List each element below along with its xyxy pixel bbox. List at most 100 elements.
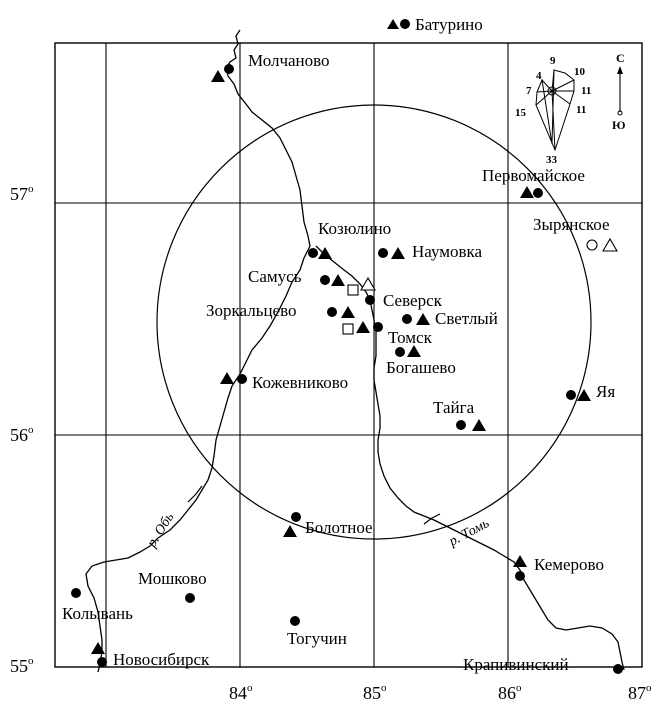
square-open-marker bbox=[347, 284, 359, 296]
lat-labels: 57o 56o 55o bbox=[10, 183, 34, 676]
place-label-zyryanskoe: Зырянское bbox=[533, 215, 610, 234]
circle-filled-marker bbox=[613, 664, 623, 674]
place-label-yaya: Яя bbox=[596, 382, 615, 401]
place-toguchin: Тогучин bbox=[287, 616, 347, 648]
place-samus: Самусь bbox=[248, 267, 345, 286]
triangle-filled-marker bbox=[577, 389, 591, 401]
place-label-kemerovo: Кемерово bbox=[534, 555, 604, 574]
place-label-krapivinsky: Крапивинский bbox=[463, 655, 569, 674]
wind-rose-value-w: 7 bbox=[526, 85, 532, 97]
graticule bbox=[55, 43, 642, 667]
circle-filled-marker bbox=[308, 248, 318, 258]
place-taiga: Тайга bbox=[433, 398, 486, 431]
circle-filled-marker bbox=[378, 248, 388, 258]
place-pervomaiskoe: Первомайское bbox=[482, 166, 585, 198]
lon-labels: 84o 85o 86o 87o bbox=[229, 682, 652, 703]
place-baturino: Батурино bbox=[387, 15, 483, 34]
lat-tick-55-unit: o bbox=[28, 655, 34, 667]
circle-filled-marker bbox=[365, 295, 375, 305]
circle-filled-marker bbox=[320, 275, 330, 285]
place-molchanovo: Молчаново bbox=[211, 51, 330, 82]
circle-filled-marker bbox=[185, 593, 195, 603]
triangle-open-marker bbox=[360, 276, 376, 291]
wind-rose bbox=[535, 69, 575, 152]
place-label-naumovka: Наумовка bbox=[412, 242, 483, 261]
river-ob-tributary bbox=[187, 485, 203, 503]
lon-tick-87-unit: o bbox=[646, 682, 652, 694]
river-ob bbox=[85, 29, 311, 673]
river-label-ob: р. Обь bbox=[144, 510, 177, 551]
circle-filled-marker bbox=[237, 374, 247, 384]
lon-tick-86: 86o bbox=[498, 682, 522, 703]
circle-filled-marker bbox=[400, 19, 410, 29]
triangle-filled-marker bbox=[331, 274, 345, 286]
place-label-moshkovo: Мошково bbox=[138, 569, 207, 588]
lon-tick-85-value: 85 bbox=[363, 683, 381, 703]
place-label-kozyulino: Козюлино bbox=[318, 219, 391, 238]
triangle-filled-marker bbox=[472, 419, 486, 431]
wind-rose-value-e: 11 bbox=[581, 85, 591, 97]
place-kolyvan: Колывань bbox=[62, 588, 133, 623]
wind-rose-ray bbox=[551, 90, 556, 151]
place-seversk: Северск bbox=[347, 276, 443, 310]
triangle-filled-marker bbox=[513, 555, 527, 567]
lat-tick-57-unit: o bbox=[28, 183, 34, 195]
circle-open-marker bbox=[586, 239, 598, 251]
compass-north-label: С bbox=[616, 51, 625, 65]
place-label-kolyvan: Колывань bbox=[62, 604, 133, 623]
lon-tick-84-unit: o bbox=[247, 682, 253, 694]
place-label-bogashevo: Богашево bbox=[386, 358, 456, 377]
wind-rose-outline bbox=[535, 69, 575, 152]
place-moshkovo: Мошково bbox=[138, 569, 207, 603]
wind-rose-ray bbox=[551, 90, 571, 105]
lon-tick-86-unit: o bbox=[516, 682, 522, 694]
wind-rose-value-se: 11 bbox=[576, 104, 586, 116]
compass: С Ю bbox=[612, 51, 626, 132]
triangle-filled-marker bbox=[283, 525, 297, 537]
place-kemerovo: Кемерово bbox=[513, 555, 604, 581]
study-area-circle bbox=[156, 104, 592, 540]
triangle-filled-marker bbox=[391, 247, 405, 259]
circle-filled-marker bbox=[224, 64, 234, 74]
place-label-kozhevnikovo: Кожевниково bbox=[252, 373, 348, 392]
circle-filled-marker bbox=[327, 307, 337, 317]
wind-rose-value-ne: 10 bbox=[574, 66, 586, 78]
compass-arrowhead-icon bbox=[617, 66, 623, 74]
circle-filled-marker bbox=[566, 390, 576, 400]
place-bolotnoe: Болотное bbox=[283, 512, 373, 537]
lon-tick-84-value: 84 bbox=[229, 683, 247, 703]
circle-filled-marker bbox=[533, 188, 543, 198]
lat-tick-56-unit: o bbox=[28, 424, 34, 436]
lon-tick-85: 85o bbox=[363, 682, 387, 703]
river-tom-tributary bbox=[423, 513, 441, 525]
circle-filled-marker bbox=[71, 588, 81, 598]
lon-tick-87-value: 87 bbox=[628, 683, 646, 703]
circle-filled-marker bbox=[456, 420, 466, 430]
wind-rose-ray bbox=[536, 90, 553, 93]
circle-filled-marker bbox=[402, 314, 412, 324]
lat-tick-57-value: 57 bbox=[10, 184, 28, 204]
wind-rose-value-s: 33 bbox=[546, 154, 558, 166]
map-frame bbox=[54, 42, 643, 668]
triangle-filled-marker bbox=[356, 321, 370, 333]
place-label-seversk: Северск bbox=[383, 291, 443, 310]
place-label-zorkaltsevo: Зоркальцево bbox=[206, 301, 297, 320]
place-zorkaltsevo: Зоркальцево bbox=[206, 301, 355, 320]
place-label-tomsk: Томск bbox=[388, 328, 433, 347]
place-label-toguchin: Тогучин bbox=[287, 629, 347, 648]
wind-rose-ray bbox=[535, 90, 553, 106]
triangle-filled-marker bbox=[407, 345, 421, 357]
triangle-filled-marker bbox=[220, 372, 234, 384]
lat-tick-55-value: 55 bbox=[10, 656, 28, 676]
lat-tick-55: 55o bbox=[10, 655, 34, 676]
circle-filled-marker bbox=[290, 616, 300, 626]
triangle-filled-marker bbox=[91, 642, 105, 654]
place-zyryanskoe: Зырянское bbox=[533, 215, 618, 252]
place-bogashevo: Богашево bbox=[386, 345, 456, 377]
circle-filled-marker bbox=[395, 347, 405, 357]
place-novosibirsk: Новосибирск bbox=[91, 642, 210, 669]
circle-filled-marker bbox=[97, 657, 107, 667]
compass-south-label: Ю bbox=[612, 118, 626, 132]
place-label-samus: Самусь bbox=[248, 267, 302, 286]
